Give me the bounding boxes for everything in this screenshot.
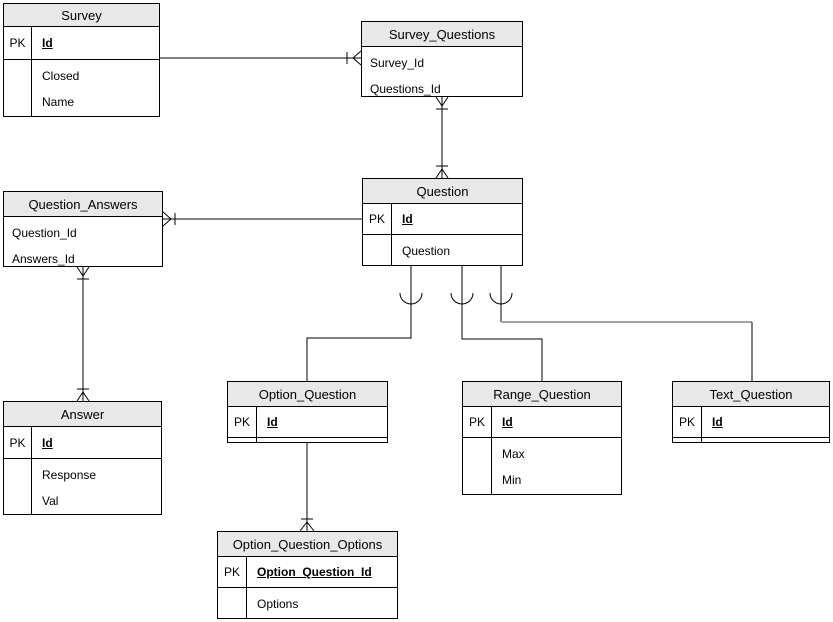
pk-column-spacer bbox=[4, 459, 32, 514]
entity-survey[interactable]: Survey PK Id Closed Name bbox=[3, 3, 160, 117]
pk-column-spacer bbox=[4, 60, 32, 116]
pk-field: Id bbox=[712, 415, 723, 429]
entity-text-question[interactable]: Text_Question PK Id bbox=[672, 381, 830, 443]
entity-title: Text_Question bbox=[673, 382, 829, 407]
pk-column-spacer bbox=[363, 235, 392, 265]
field: Survey_Id bbox=[370, 56, 425, 70]
field: Response bbox=[42, 468, 97, 482]
edge-option-question-to-options bbox=[299, 443, 315, 532]
field: Closed bbox=[42, 69, 80, 83]
crows-foot-icon bbox=[76, 391, 90, 402]
pk-field: Id bbox=[42, 36, 53, 50]
pk-label: PK bbox=[218, 557, 247, 587]
field: Question_Id bbox=[12, 226, 77, 240]
field: Questions_Id bbox=[370, 82, 441, 96]
pk-label: PK bbox=[463, 407, 492, 437]
entity-title: Question bbox=[363, 179, 522, 204]
pk-field: Id bbox=[502, 415, 513, 429]
entity-title: Survey bbox=[4, 4, 159, 27]
entity-question-answers[interactable]: Question_Answers Question_Id Answers_Id bbox=[3, 191, 163, 267]
entity-title: Range_Question bbox=[463, 382, 621, 407]
edge-line bbox=[306, 266, 412, 381]
pk-field: Id bbox=[402, 212, 413, 226]
entity-title: Option_Question bbox=[228, 382, 387, 407]
entity-option-question-options[interactable]: Option_Question_Options PK Option_Questi… bbox=[217, 531, 398, 619]
edge-survey-questions-to-question bbox=[435, 96, 449, 179]
pk-field: Option_Question_Id bbox=[257, 565, 372, 579]
edge-line bbox=[461, 266, 543, 381]
pk-label: PK bbox=[228, 407, 257, 437]
pk-column-spacer bbox=[673, 438, 702, 442]
entity-title: Option_Question_Options bbox=[218, 532, 397, 557]
field: Answers_Id bbox=[12, 252, 75, 266]
crows-foot-icon bbox=[435, 96, 449, 107]
category-arc-icon bbox=[399, 292, 423, 305]
edge-question-to-range-question bbox=[450, 266, 543, 381]
field: Max bbox=[502, 447, 525, 461]
field: Name bbox=[42, 95, 75, 109]
entity-option-question[interactable]: Option_Question PK Id bbox=[227, 381, 388, 443]
entity-title: Question_Answers bbox=[4, 192, 162, 217]
pk-label: PK bbox=[4, 27, 32, 59]
crows-foot-icon bbox=[76, 266, 90, 277]
edge-question-to-text-question bbox=[489, 266, 753, 381]
pk-column-spacer bbox=[228, 438, 257, 442]
field: Val bbox=[42, 494, 59, 508]
entity-title: Survey_Questions bbox=[362, 22, 522, 47]
field: Min bbox=[502, 473, 522, 487]
category-arc-icon bbox=[450, 292, 474, 305]
crows-foot-icon bbox=[435, 168, 449, 179]
field: Question bbox=[402, 244, 451, 258]
field: Options bbox=[257, 597, 299, 611]
pk-field: Id bbox=[42, 435, 53, 450]
pk-column-spacer bbox=[218, 588, 247, 618]
pk-column-spacer bbox=[463, 438, 492, 494]
pk-label: PK bbox=[4, 427, 32, 458]
pk-field: Id bbox=[267, 415, 278, 429]
entity-range-question[interactable]: Range_Question PK Id Max Min bbox=[462, 381, 622, 495]
crows-foot-icon bbox=[299, 521, 315, 532]
category-arc-icon bbox=[489, 292, 513, 305]
pk-label: PK bbox=[673, 407, 702, 437]
entity-question[interactable]: Question PK Id Question bbox=[362, 178, 523, 266]
crows-foot-icon bbox=[162, 211, 172, 227]
edge-survey-to-survey-questions bbox=[160, 50, 362, 66]
entity-survey-questions[interactable]: Survey_Questions Survey_Id Questions_Id bbox=[361, 21, 523, 97]
edge-question-answers-to-question bbox=[162, 211, 362, 227]
entity-title: Answer bbox=[4, 402, 161, 427]
edge-question-to-option-question bbox=[306, 266, 423, 381]
edge-question-answers-to-answer bbox=[76, 266, 90, 402]
entity-answer[interactable]: Answer PK Id Response Val bbox=[3, 401, 162, 515]
pk-label: PK bbox=[363, 204, 392, 234]
crows-foot-icon bbox=[352, 50, 362, 66]
